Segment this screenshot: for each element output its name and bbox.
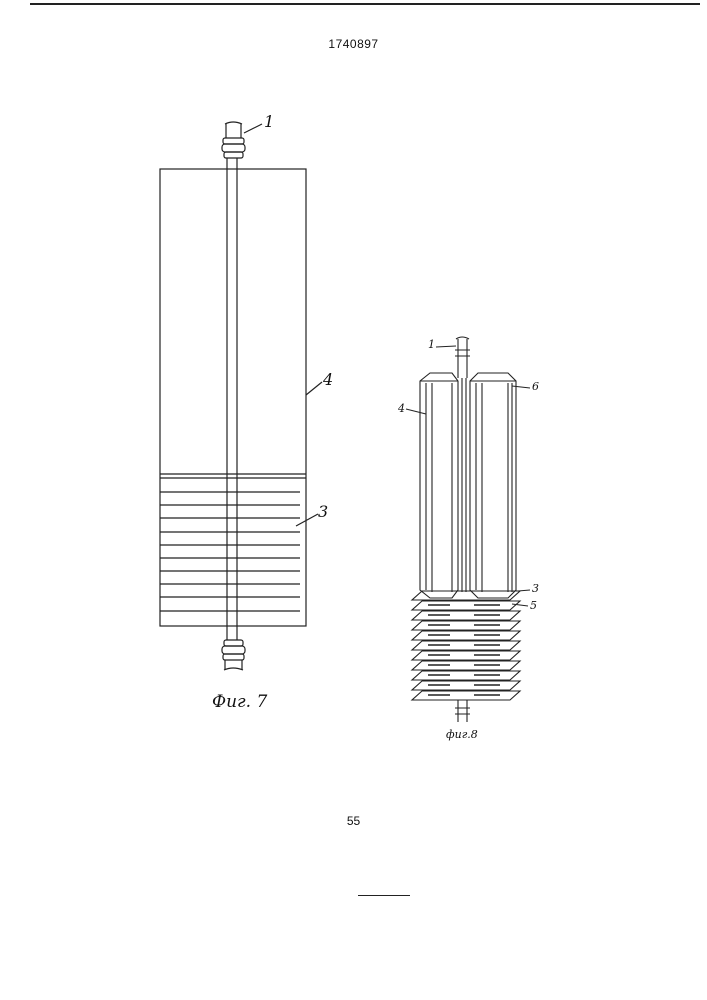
fig8-caption: фиг.8 [446,728,478,741]
bottom-rule [358,895,410,896]
fig8-label-fins: 3 [532,582,539,595]
fig8-label-spacers: 5 [530,599,537,612]
fig8-label-top: 6 [532,380,539,393]
fig8-label-body: 4 [398,402,405,415]
fig8-label-rod: 1 [428,338,435,351]
page-number: 55 [0,814,707,828]
